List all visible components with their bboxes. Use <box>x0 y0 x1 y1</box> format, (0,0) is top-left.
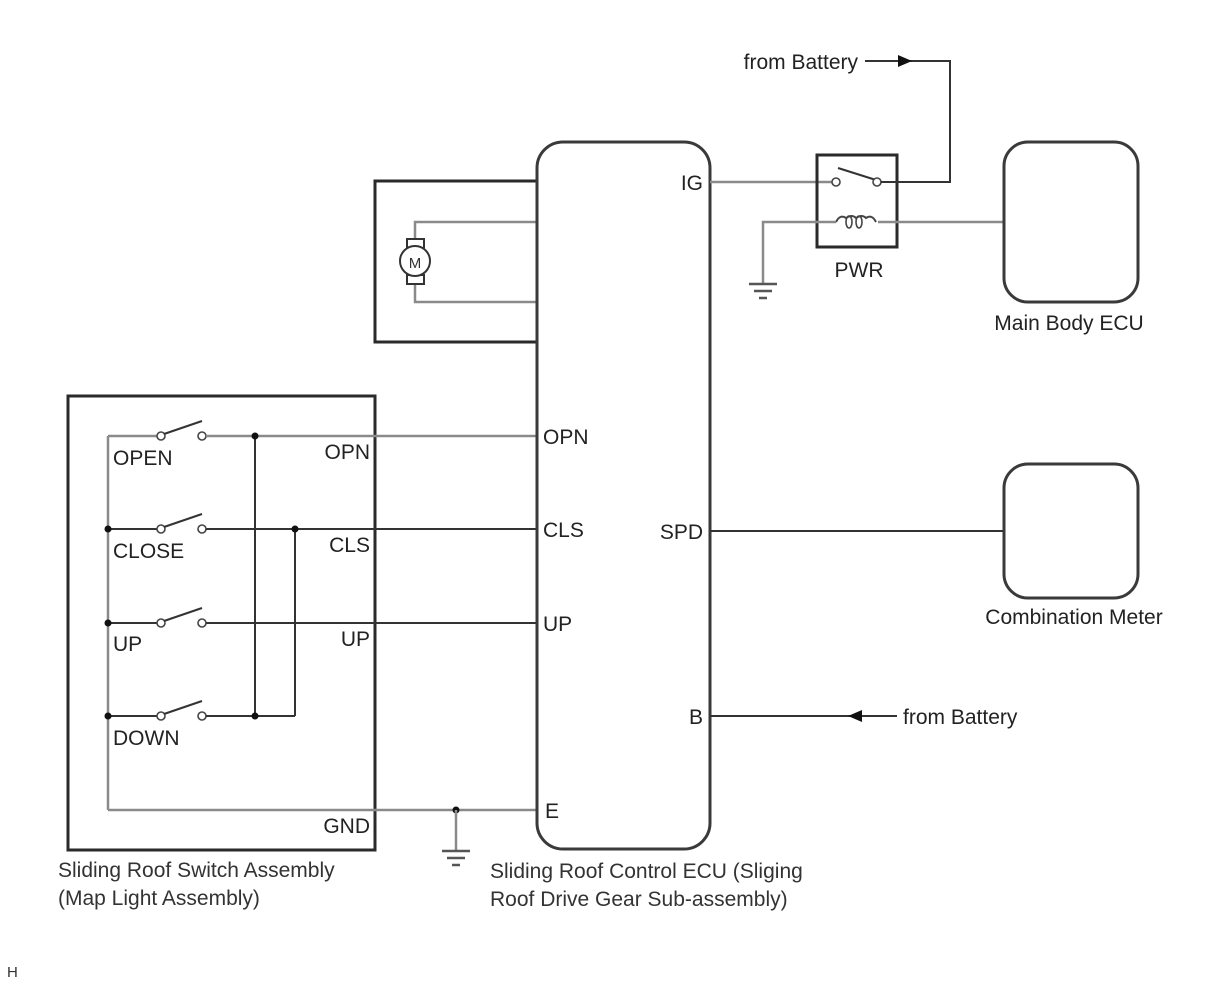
ecu-terminal-opn: OPN <box>543 426 589 449</box>
switch-label-down: DOWN <box>113 727 180 750</box>
motor-icon: M <box>399 220 537 304</box>
motor-label: M <box>409 255 422 272</box>
junction-dot <box>104 525 112 533</box>
ground-symbol <box>442 810 470 867</box>
junction-dot <box>251 432 259 440</box>
switch-close <box>108 513 537 534</box>
ecu-terminal-spd: SPD <box>660 521 703 544</box>
terminal-label-cls: CLS <box>329 534 370 557</box>
switch-assembly-caption-2: (Map Light Assembly) <box>58 887 260 910</box>
relay-switch-icon <box>831 167 882 187</box>
main-body-ecu-caption: Main Body ECU <box>994 312 1143 335</box>
junction-dot <box>104 619 112 627</box>
ecu-terminal-up: UP <box>543 613 572 636</box>
terminal-label-opn: OPN <box>324 441 370 464</box>
corner-mark: H <box>7 964 18 981</box>
switch-down <box>108 700 295 721</box>
switch-label-up: UP <box>113 633 142 656</box>
switch-label-open: OPEN <box>113 447 173 470</box>
relay-coil-icon <box>835 215 877 229</box>
battery-feed-top-wire <box>865 60 951 183</box>
junction-dot <box>291 525 299 533</box>
sliding-roof-control-ecu <box>535 140 712 851</box>
switch-assembly-caption-1: Sliding Roof Switch Assembly <box>58 859 335 882</box>
junction-dot <box>104 712 112 720</box>
combination-meter <box>1002 462 1140 600</box>
arrow-left-icon <box>848 710 862 722</box>
ecu-terminal-ig: IG <box>681 172 703 195</box>
control-ecu-caption-2: Roof Drive Gear Sub-assembly) <box>490 888 788 911</box>
pwr-relay-box <box>815 153 899 249</box>
ecu-terminal-b: B <box>689 706 703 729</box>
terminal-label-up: UP <box>341 628 370 651</box>
switch-up <box>108 607 537 628</box>
arrow-right-icon <box>898 55 912 67</box>
coil-ground-wire <box>761 220 836 283</box>
battery-label-top: from Battery <box>744 51 859 74</box>
ecu-terminal-cls: CLS <box>543 519 584 542</box>
terminal-label-gnd: GND <box>323 815 370 838</box>
ground-symbol-relay <box>749 282 777 300</box>
ecu-terminal-e: E <box>545 800 559 823</box>
main-body-ecu <box>1002 140 1140 304</box>
combination-meter-caption: Combination Meter <box>985 606 1162 629</box>
control-ecu-caption-1: Sliding Roof Control ECU (Sliging <box>490 860 803 883</box>
switch-open <box>108 420 537 441</box>
switch-label-close: CLOSE <box>113 540 184 563</box>
relay-label: PWR <box>835 259 884 282</box>
junction-dot <box>251 712 259 720</box>
battery-label-b: from Battery <box>903 706 1018 729</box>
